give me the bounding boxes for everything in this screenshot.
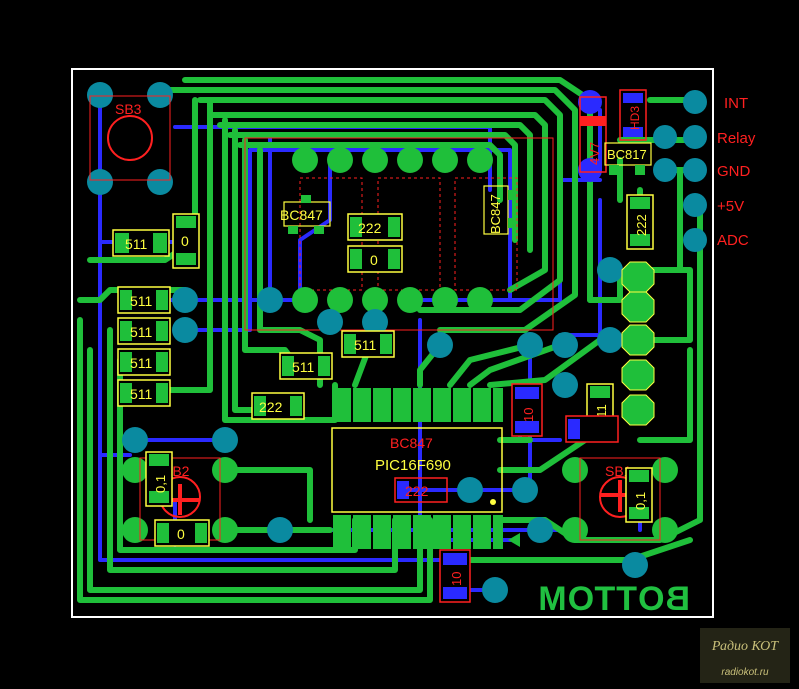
resistor-label: 511 — [292, 359, 315, 375]
watermark-url: radiokot.ru — [721, 667, 769, 678]
resistor-label: 222 — [405, 483, 429, 499]
resistor-label: 511 — [125, 236, 148, 252]
pin-label-gnd: GND — [717, 163, 751, 180]
pin-label-int: INT — [724, 95, 748, 112]
transistors: BC847 BC847 BC817 — [280, 142, 652, 235]
capacitor-label: 10 — [521, 408, 536, 422]
ic-label: PIC16F690 — [375, 457, 451, 474]
diode-label: HD3 — [628, 106, 642, 130]
capacitor-label: 0 — [370, 252, 378, 268]
bottom-side-components: 10 10 BC847 222 4V7 HD3 — [390, 89, 647, 603]
resistor-label: 222 — [259, 399, 283, 415]
capacitor-label: 10 — [449, 572, 464, 586]
header-pads — [621, 261, 655, 426]
ic-outline — [331, 427, 503, 513]
resistor-label: 511 — [354, 337, 377, 353]
capacitor-label: 0 — [181, 233, 189, 249]
resistor-label: 511 — [130, 355, 153, 371]
transistor-label: BC847 — [390, 435, 433, 451]
connector-labels: INT Relay GND +5V ADC — [717, 95, 756, 249]
ic-pads-bottom-row — [333, 515, 520, 549]
pin-label-5v: +5V — [717, 198, 744, 215]
pin-label-relay: Relay — [717, 130, 756, 147]
resistor-label: 222 — [358, 220, 382, 236]
transistor-label: BC847 — [280, 207, 323, 223]
resistor-label: 222 — [634, 214, 649, 236]
button-label-sb3: SB3 — [115, 101, 142, 117]
transistor-label: BC847 — [488, 194, 503, 234]
capacitor-label: 0 — [177, 526, 185, 542]
resistor-label: 511 — [130, 324, 153, 340]
resistor-label: 511 — [130, 293, 153, 309]
watermark-title: Радио КОТ — [711, 639, 779, 654]
pin-label-adc: ADC — [717, 232, 749, 249]
capacitor-label: 0,1 — [633, 492, 648, 510]
board-side-label: BOTTOM — [537, 580, 690, 618]
smd-components: 511 511 511 511 511 — [112, 194, 654, 547]
watermark: Радио КОТ radiokot.ru — [700, 628, 790, 683]
diode-label: 4V7 — [587, 142, 602, 165]
transistor-label: BC817 — [607, 147, 647, 162]
capacitor-label: 0,1 — [153, 475, 168, 493]
through-hole-pads — [87, 82, 707, 603]
board-outline — [71, 68, 714, 618]
button-label-sb1: SB1 — [605, 463, 632, 479]
ic-pads-top-row — [333, 388, 503, 422]
resistor-label: 511 — [130, 386, 153, 402]
